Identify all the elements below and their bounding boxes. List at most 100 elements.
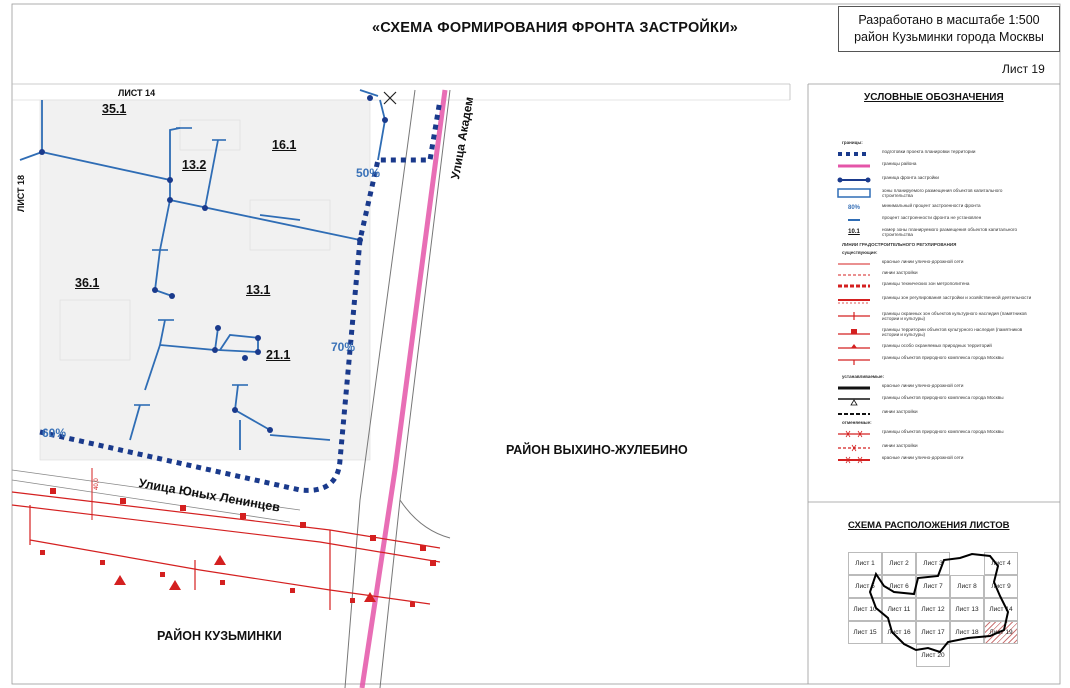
scheme-cell: Лист 8 bbox=[950, 575, 984, 598]
scheme-title: СХЕМА РАСПОЛОЖЕНИЯ ЛИСТОВ bbox=[848, 520, 1010, 531]
block-label-13-1: 13.1 bbox=[246, 283, 271, 297]
legend-head-regulation: ЛИНИИ ГРАДОСТРОИТЕЛЬНОГО РЕГУЛИРОВАНИЯ bbox=[842, 242, 957, 247]
legend-text: линии застройки bbox=[882, 443, 918, 448]
legend-item: границы объектов природного комплекса го… bbox=[836, 354, 1036, 366]
legend-item: линии застройки bbox=[836, 408, 1036, 420]
legend-item: границы территории объектов культурного … bbox=[836, 326, 1036, 338]
percent-label-70: 70% bbox=[331, 340, 356, 354]
legend-item: зоны планируемого размещения объектов ка… bbox=[836, 187, 1036, 199]
block-label-35-1: 35.1 bbox=[102, 102, 127, 116]
block-label-36-1: 36.1 bbox=[75, 276, 100, 290]
legend-text: линии застройки bbox=[882, 270, 918, 275]
legend-symbol bbox=[838, 263, 870, 265]
scheme-cell: Лист 2 bbox=[882, 552, 916, 575]
legend-symbol: 10.1 bbox=[848, 229, 860, 235]
legend-symbol bbox=[838, 274, 870, 276]
frame bbox=[11, 3, 1061, 685]
legend-text: границы охранных зон объектов культурног… bbox=[882, 311, 1027, 321]
legend-symbol bbox=[838, 312, 870, 320]
percent-label-50: 50% bbox=[356, 166, 381, 180]
legend-head-boundaries: границы: bbox=[842, 140, 863, 145]
district-label-kuzminki: РАЙОН КУЗЬМИНКИ bbox=[157, 629, 282, 643]
block-label-21-1: 21.1 bbox=[266, 348, 291, 362]
scheme-cell: Лист 15 bbox=[848, 621, 882, 644]
legend-item: граница фронта застройки bbox=[836, 174, 1036, 186]
legend-text: зоны планируемого размещения объектов ка… bbox=[882, 188, 1003, 198]
legend-symbol bbox=[838, 152, 870, 156]
legend-symbol bbox=[838, 430, 870, 438]
legend-text: границы района bbox=[882, 161, 917, 166]
legend-head-cancelled: отменяемые: bbox=[842, 420, 872, 425]
legend-symbol bbox=[848, 219, 860, 221]
legend-text: красные линии улично-дорожной сети bbox=[882, 383, 964, 388]
legend-text: границы особо охраняемых природных терри… bbox=[882, 343, 992, 348]
district-label-vykhino: РАЙОН ВЫХИНО-ЖУЛЕБИНО bbox=[506, 443, 688, 457]
dimension-label: 40,0 bbox=[94, 478, 100, 490]
legend-item: границы зон регулирования застройки и хо… bbox=[836, 294, 1036, 306]
legend-text: линии застройки bbox=[882, 409, 918, 414]
scheme-cell: Лист 12 bbox=[916, 598, 950, 621]
scheme-cell: Лист 11 bbox=[882, 598, 916, 621]
legend-item: красные линии улично-дорожной сети bbox=[836, 258, 1036, 270]
legend-symbol bbox=[838, 359, 870, 365]
legend-title: УСЛОВНЫЕ ОБОЗНАЧЕНИЯ bbox=[864, 92, 1004, 103]
legend-text: подготовки проекта планировки территории bbox=[882, 149, 976, 154]
legend-text: номер зоны планируемого размещения объек… bbox=[882, 227, 1018, 237]
scheme-cell: Лист 13 bbox=[950, 598, 984, 621]
legend-text: границы объектов природного комплекса го… bbox=[882, 395, 1004, 400]
legend-head-existing: существующие: bbox=[842, 250, 878, 255]
legend-symbol bbox=[838, 329, 870, 335]
legend-text: красные линии улично-дорожной сети bbox=[882, 259, 964, 264]
legend-item: границы особо охраняемых природных терри… bbox=[836, 342, 1036, 354]
page-title: «СХЕМА ФОРМИРОВАНИЯ ФРОНТА ЗАСТРОЙКИ» bbox=[372, 20, 738, 36]
scheme-cell: Лист 17 bbox=[916, 621, 950, 644]
legend-item: границы технических зон метрополитена bbox=[836, 280, 1036, 292]
legend-item: границы района bbox=[836, 160, 1036, 172]
sheet-number: Лист 19 bbox=[1002, 62, 1045, 76]
legend-item: границы охранных зон объектов культурног… bbox=[836, 310, 1036, 322]
legend-symbol bbox=[838, 284, 870, 288]
legend-symbol bbox=[838, 456, 870, 464]
legend-symbol bbox=[837, 177, 871, 183]
legend-item: границы объектов природного комплекса го… bbox=[836, 394, 1036, 406]
legend-item: линии застройки bbox=[836, 442, 1036, 454]
front-boundary bbox=[39, 99, 443, 493]
legend-head-new: устанавливаемые: bbox=[842, 374, 884, 379]
legend-symbol bbox=[837, 188, 871, 198]
scheme-cell: Лист 1 bbox=[848, 552, 882, 575]
legend-item: границы объектов природного комплекса го… bbox=[836, 428, 1036, 440]
percent-label-60: 60% bbox=[42, 426, 67, 440]
district-boundary bbox=[359, 89, 448, 688]
legend-text: процент застроенности фронта не установл… bbox=[882, 215, 982, 220]
legend-symbol bbox=[838, 344, 870, 349]
legend-item: красные линии улично-дорожной сети bbox=[836, 382, 1036, 394]
legend-text: красные линии улично-дорожной сети bbox=[882, 455, 964, 460]
legend-symbol bbox=[838, 164, 870, 168]
legend-symbol bbox=[838, 398, 870, 406]
title-stamp: Разработано в масштабе 1:500 район Кузьм… bbox=[838, 6, 1060, 52]
stamp-line-scale: Разработано в масштабе 1:500 bbox=[858, 13, 1040, 27]
legend-item: красные линии улично-дорожной сети bbox=[836, 454, 1036, 466]
legend-symbol bbox=[838, 299, 870, 304]
legend-text: граница фронта застройки bbox=[882, 175, 939, 180]
legend-text: границы объектов природного комплекса го… bbox=[882, 429, 1004, 434]
legend-item: 80% минимальный процент застроенности фр… bbox=[836, 202, 1036, 214]
legend-text: границы технических зон метрополитена bbox=[882, 281, 970, 286]
legend-text: границы объектов природного комплекса го… bbox=[882, 355, 1004, 360]
legend-item: 10.1 номер зоны планируемого размещения … bbox=[836, 226, 1036, 238]
sheet-top-label: ЛИСТ 14 bbox=[118, 88, 156, 98]
legend-symbol bbox=[838, 413, 870, 415]
legend-text: границы зон регулирования застройки и хо… bbox=[882, 295, 1032, 300]
buildings-background bbox=[39, 99, 371, 461]
red-lines bbox=[11, 491, 441, 610]
legend-text: минимальный процент застроенности фронта bbox=[882, 203, 981, 208]
legend-item: линии застройки bbox=[836, 269, 1036, 281]
legend-item: процент застроенности фронта не установл… bbox=[836, 214, 1036, 226]
block-label-16-1: 16.1 bbox=[272, 138, 297, 152]
legend-symbol bbox=[838, 386, 870, 390]
block-label-13-2: 13.2 bbox=[182, 158, 207, 172]
scheme-cell-current: Лист 19 bbox=[984, 621, 1018, 644]
legend-text: границы территории объектов культурного … bbox=[882, 327, 1023, 337]
